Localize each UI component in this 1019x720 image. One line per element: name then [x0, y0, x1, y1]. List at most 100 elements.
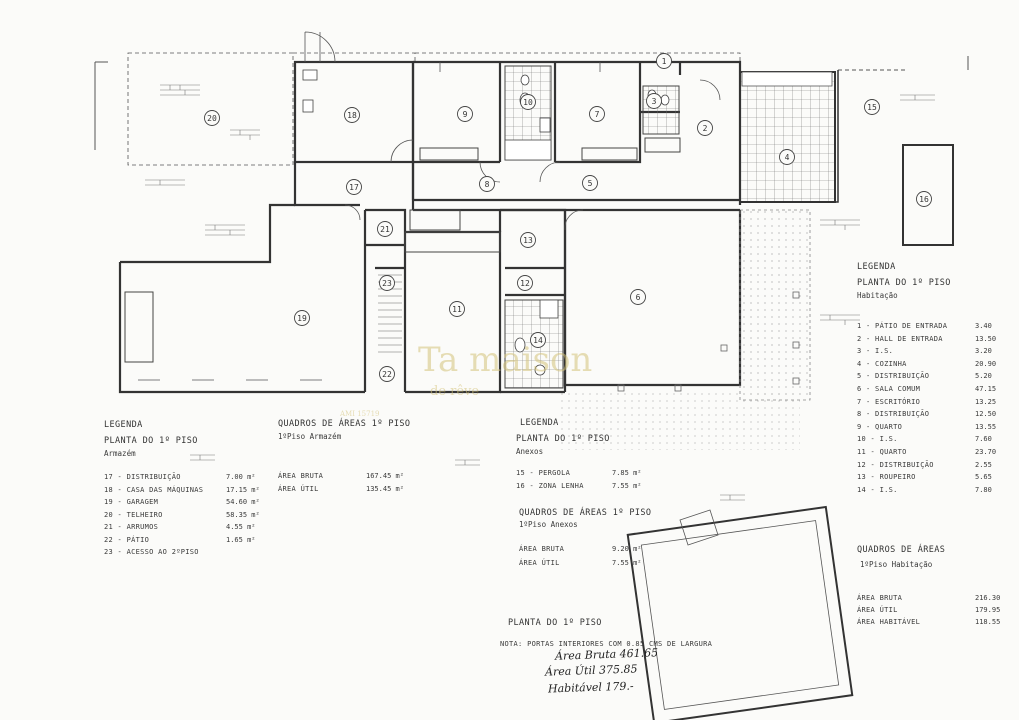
room-marker-6: 6 [630, 289, 646, 305]
svg-text:7: 7 [595, 110, 600, 119]
legend-item-area: 4.55 m² [226, 523, 256, 531]
room-marker-2: 2 [697, 120, 713, 136]
areas-title: QUADROS DE ÁREAS 1º PISO [519, 508, 652, 518]
room-marker-14: 14 [530, 332, 546, 348]
svg-text:5: 5 [588, 179, 593, 188]
legend-item-area: 216.30 [975, 594, 1001, 602]
legend-subtitle: Armazém [104, 449, 136, 458]
legend-item-area: 7.85 m² [612, 469, 642, 477]
legend-item-label: ÁREA BRUTA [519, 545, 565, 553]
legend-item-area: 2.55 [975, 460, 992, 469]
legend-title: PLANTA DO 1º PISO [516, 434, 610, 444]
svg-text:20: 20 [207, 114, 217, 123]
legend-item-label: 16 - ZONA LENHA [516, 482, 584, 490]
legend-item-area: 3.40 [975, 322, 992, 330]
legend-item-label: 15 - PERGOLA [516, 469, 571, 477]
legend-heading: LEGENDA [857, 262, 896, 272]
legend-item-label: ÁREA BRUTA [278, 472, 324, 480]
areas-title: QUADROS DE ÁREAS 1º PISO [278, 419, 411, 429]
legend-item-label: 9 - QUARTO [857, 422, 903, 431]
legend-item-label: 12 - DISTRIBUIÇÃO [857, 460, 934, 469]
areas-title: QUADROS DE ÁREAS [857, 545, 946, 555]
areas-subtitle: 1ºPiso Armazém [278, 432, 342, 441]
legend-item-label: 23 - ACESSO AO 2ºPISO [104, 548, 199, 556]
legend-item-area: 9.20 m² [612, 545, 642, 553]
legend-item-area: 5.20 [975, 372, 992, 381]
legend-item-area: 7.55 m² [612, 482, 642, 490]
room-marker-15: 15 [864, 99, 880, 115]
legend-item-area: 167.45 m² [366, 472, 404, 480]
svg-text:9: 9 [463, 110, 468, 119]
svg-text:16: 16 [919, 195, 929, 204]
legend-item-area: 13.55 [975, 422, 997, 431]
legend-item-area: 3.20 [975, 347, 992, 356]
legend-item-area: 47.15 [975, 385, 997, 393]
legend-heading: LEGENDA [520, 418, 559, 428]
legend-item-area: 118.55 [975, 618, 1001, 626]
legend-item-label: 11 - QUARTO [857, 448, 907, 456]
svg-text:22: 22 [382, 370, 392, 379]
legend-item-area: 7.80 [975, 485, 992, 494]
legend-item-area: 13.25 [975, 397, 997, 406]
brick-hatches [145, 84, 935, 501]
terrace [739, 209, 811, 401]
svg-text:12: 12 [520, 279, 530, 288]
watermark-tagline: de rêve [430, 384, 480, 399]
legend-item-area: 1.65 m² [226, 535, 256, 544]
svg-text:17: 17 [349, 183, 359, 192]
svg-text:2: 2 [703, 124, 708, 133]
legend-item-label: ÁREA ÚTIL [278, 485, 319, 493]
walls [118, 60, 742, 394]
legend-item-label: 7 - ESCRITÓRIO [857, 397, 921, 406]
legend-item-area: 58.35 m² [226, 510, 260, 519]
legend-item-area: 135.45 m² [366, 485, 404, 493]
room-marker-8: 8 [479, 176, 495, 192]
legend-item-area: 5.65 [975, 473, 992, 482]
legend-item-label: 1 - PÁTIO DE ENTRADA [857, 322, 948, 330]
room-marker-18: 18 [344, 107, 360, 123]
legend-item-label: ÁREA ÚTIL [857, 606, 898, 614]
svg-text:1: 1 [662, 57, 667, 66]
room-marker-21: 21 [377, 221, 393, 237]
legend-item-label: 20 - TELHEIRO [104, 510, 163, 519]
svg-text:13: 13 [523, 236, 533, 245]
areas-subtitle: 1ºPiso Anexos [519, 520, 578, 529]
legend-item-label: 5 - DISTRIBUIÇÃO [857, 372, 930, 381]
room-marker-1: 1 [656, 53, 672, 69]
fixtures [302, 69, 670, 376]
plan-title: PLANTA DO 1º PISO [508, 618, 602, 628]
legend-item-label: ÁREA ÚTIL [519, 559, 560, 567]
legend-item-area: 13.50 [975, 334, 997, 343]
legend-item-label: 19 - GARAGEM [104, 498, 159, 506]
room-marker-16: 16 [916, 191, 932, 207]
svg-text:10: 10 [523, 98, 533, 107]
room-marker-12: 12 [517, 275, 533, 291]
room-marker-9: 9 [457, 106, 473, 122]
room-marker-4: 4 [779, 149, 795, 165]
svg-text:21: 21 [380, 225, 390, 234]
legend-item-label: 18 - CASA DAS MÁQUINAS [104, 485, 204, 494]
room-marker-10: 10 [520, 94, 536, 110]
svg-text:8: 8 [485, 180, 490, 189]
legend-item-label: 14 - I.S. [857, 485, 898, 494]
legend-heading: LEGENDA [104, 420, 143, 430]
svg-text:4: 4 [785, 153, 790, 162]
room-marker-5: 5 [582, 175, 598, 191]
room-marker-20: 20 [204, 110, 220, 126]
svg-text:3: 3 [652, 97, 657, 106]
svg-text:15: 15 [867, 103, 877, 112]
legend-item-area: 12.50 [975, 410, 997, 419]
svg-text:18: 18 [347, 111, 357, 120]
legend-item-area: 20.90 [975, 359, 997, 368]
legend-title: PLANTA DO 1º PISO [104, 436, 198, 446]
room-marker-13: 13 [520, 232, 536, 248]
room-marker-23: 23 [379, 275, 395, 291]
furniture [124, 137, 681, 363]
corner-marks [94, 56, 969, 150]
svg-text:14: 14 [533, 336, 543, 345]
svg-text:11: 11 [452, 305, 462, 314]
room-marker-11: 11 [449, 301, 465, 317]
kitchen-tiles [739, 71, 836, 203]
legend-item-area: 7.00 m² [226, 473, 256, 481]
